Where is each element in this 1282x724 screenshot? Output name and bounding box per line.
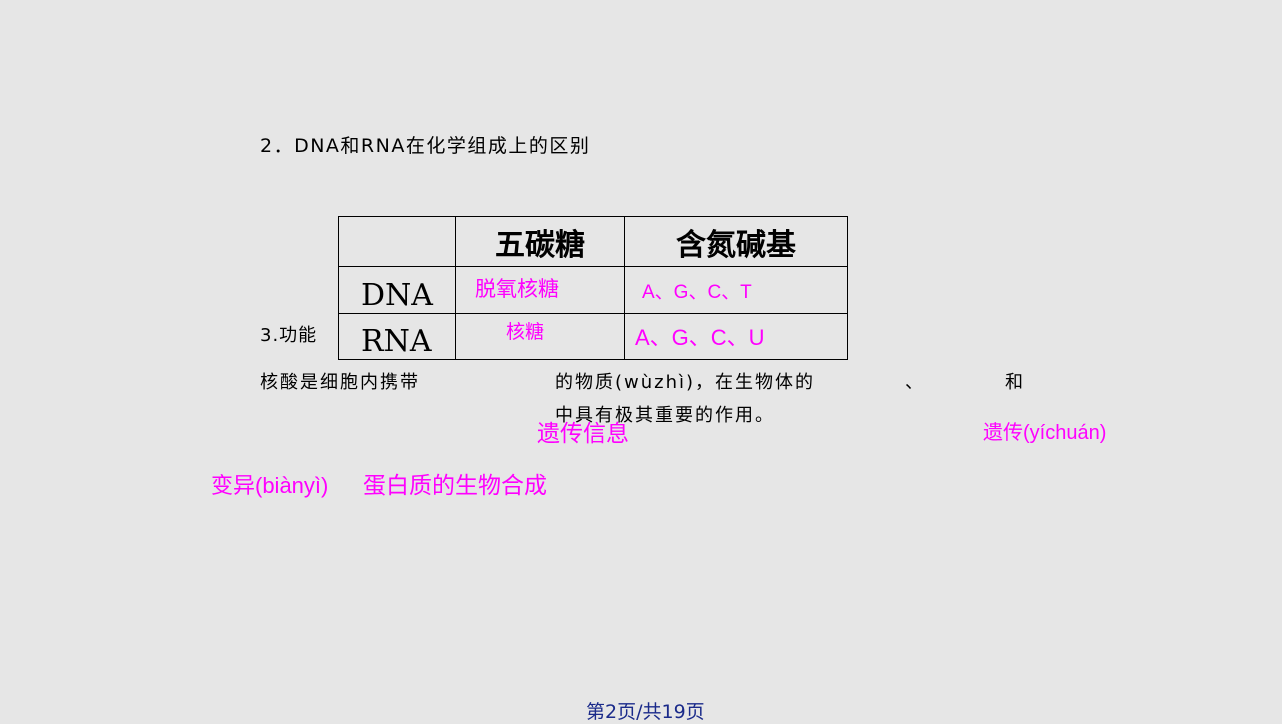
dna-bases-cell: A、G、C、T bbox=[624, 266, 848, 314]
rna-sugar-answer: 核糖 bbox=[506, 322, 545, 343]
answer-genetic-info: 遗传信息 bbox=[537, 420, 629, 446]
page-number: 第2页/共19页 bbox=[586, 701, 705, 723]
table-header-row: 五碳糖 含氮碱基 bbox=[338, 216, 848, 267]
answer-heredity: 遗传(yíchuán) bbox=[983, 422, 1107, 444]
answer-variation: 变异(biànyì) bbox=[211, 473, 329, 498]
rna-bases-cell: A、G、C、U bbox=[624, 313, 848, 360]
dna-sugar-answer: 脱氧核糖 bbox=[475, 278, 559, 301]
row-label-dna: DNA bbox=[338, 266, 456, 314]
rna-bases-answer: A、G、C、U bbox=[635, 325, 765, 350]
dna-bases-answer: A、G、C、T bbox=[642, 282, 752, 303]
row-label-rna: RNA bbox=[338, 313, 456, 360]
comparison-table: 五碳糖 含氮碱基 DNA 脱氧核糖 A、G、C、T RNA 核糖 A、G、C、U bbox=[338, 216, 848, 360]
rna-sugar-cell: 核糖 bbox=[455, 313, 625, 360]
dna-sugar-cell: 脱氧核糖 bbox=[455, 266, 625, 314]
body-text-end: 中具有极其重要的作用。 bbox=[555, 405, 775, 426]
header-pentose: 五碳糖 bbox=[455, 216, 625, 267]
table-row: RNA 核糖 A、G、C、U bbox=[338, 313, 848, 360]
header-bases: 含氮碱基 bbox=[624, 216, 848, 267]
body-conjunction: 和 bbox=[1005, 372, 1023, 393]
body-text-start: 核酸是细胞内携带 bbox=[260, 372, 420, 393]
body-text-middle: 的物质(wùzhì)，在生物体的 bbox=[555, 372, 816, 393]
section-heading: 2．DNA和RNA在化学组成上的区别 bbox=[260, 135, 591, 157]
table-corner-cell bbox=[338, 216, 456, 267]
answer-protein-synthesis: 蛋白质的生物合成 bbox=[363, 472, 547, 498]
table-row: DNA 脱氧核糖 A、G、C、T bbox=[338, 266, 848, 314]
function-label: 3.功能 bbox=[260, 325, 318, 346]
body-separator: 、 bbox=[905, 372, 923, 393]
